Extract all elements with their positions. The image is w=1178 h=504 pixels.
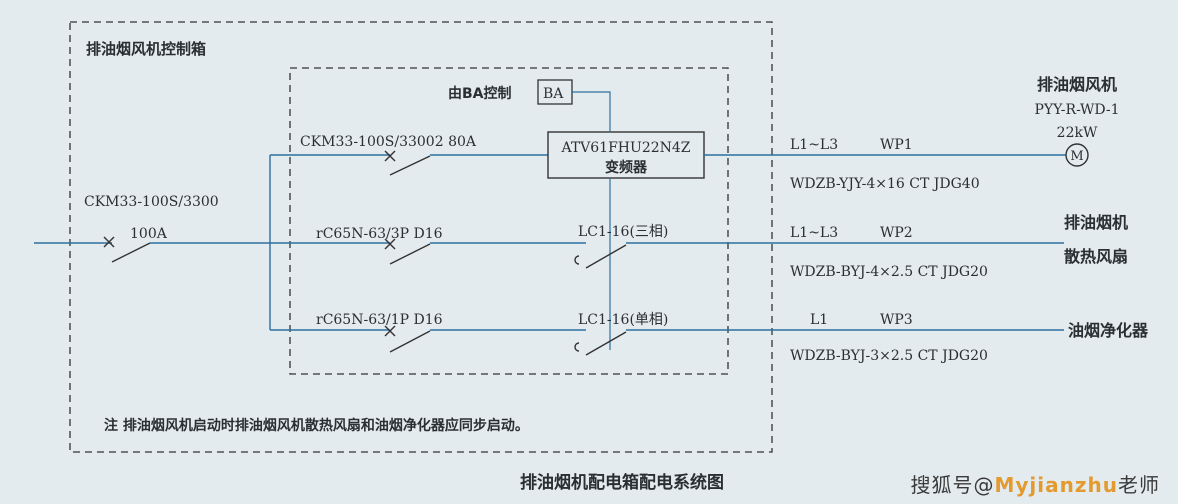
fan-name: 排油烟风机	[1037, 75, 1117, 94]
wp2-phase: L1~L3	[790, 225, 838, 241]
wp1-id: WP1	[880, 137, 913, 153]
inner-box-border	[289, 67, 729, 375]
ba-box-label: BA	[543, 86, 564, 102]
cooling-fan-label-2: 散热风扇	[1064, 247, 1128, 266]
wp2-cable: WDZB-BYJ-4×2.5 CT JDG20	[790, 264, 988, 280]
watermark: 搜狐号@Myjianzhu老师	[910, 469, 1160, 498]
contactor3-label: LC1-16(单相)	[578, 312, 668, 328]
contactor2-label: LC1-16(三相)	[578, 224, 668, 240]
watermark-part2: Myjianzhu	[994, 473, 1118, 497]
breaker1-symbol	[384, 150, 431, 176]
fan-model: PYY-R-WD-1	[1034, 102, 1119, 118]
main-breaker-symbol	[103, 236, 151, 263]
vfd-model: ATV61FHU22N4Z	[560, 140, 690, 156]
contactor2-symbol	[574, 244, 627, 269]
fan-power: 22kW	[1057, 125, 1098, 141]
vfd-name: 变频器	[605, 159, 648, 176]
ba-control-label: 由BA控制	[448, 85, 512, 102]
breaker3-symbol	[384, 325, 431, 353]
cooling-fan-label-1: 排油烟机	[1064, 213, 1128, 232]
watermark-part1: 搜狐号@	[910, 473, 995, 497]
control-box-border	[69, 21, 773, 453]
purifier-label: 油烟净化器	[1068, 321, 1149, 340]
wp1-cable: WDZB-YJY-4×16 CT JDG40	[790, 176, 980, 192]
main-breaker-model: CKM33-100S/3300	[84, 194, 219, 210]
breaker3-label: rC65N-63/1P D16	[316, 312, 443, 328]
motor-icon	[1065, 143, 1089, 167]
wp1-phase: L1~L3	[790, 137, 838, 153]
control-box-label: 排油烟风机控制箱	[86, 40, 206, 58]
note: 注 排油烟风机启动时排油烟风机散热风扇和油烟净化器应同步启动。	[104, 417, 529, 434]
watermark-part3: 老师	[1118, 473, 1160, 497]
motor-symbol-label: M	[1070, 149, 1083, 164]
wp3-id: WP3	[880, 312, 913, 328]
ba-signal-line	[572, 91, 611, 132]
breaker1-label: CKM33-100S/33002 80A	[300, 134, 477, 150]
wp3-cable: WDZB-BYJ-3×2.5 CT JDG20	[790, 348, 988, 364]
breaker2-symbol	[384, 238, 431, 265]
breaker2-label: rC65N-63/3P D16	[316, 226, 443, 242]
main-breaker-rating: 100A	[130, 226, 168, 242]
wp2-id: WP2	[880, 225, 913, 241]
diagram-title: 排油烟机配电箱配电系统图	[520, 472, 724, 493]
wp3-phase: L1	[810, 312, 828, 328]
contactor3-symbol	[574, 331, 627, 356]
